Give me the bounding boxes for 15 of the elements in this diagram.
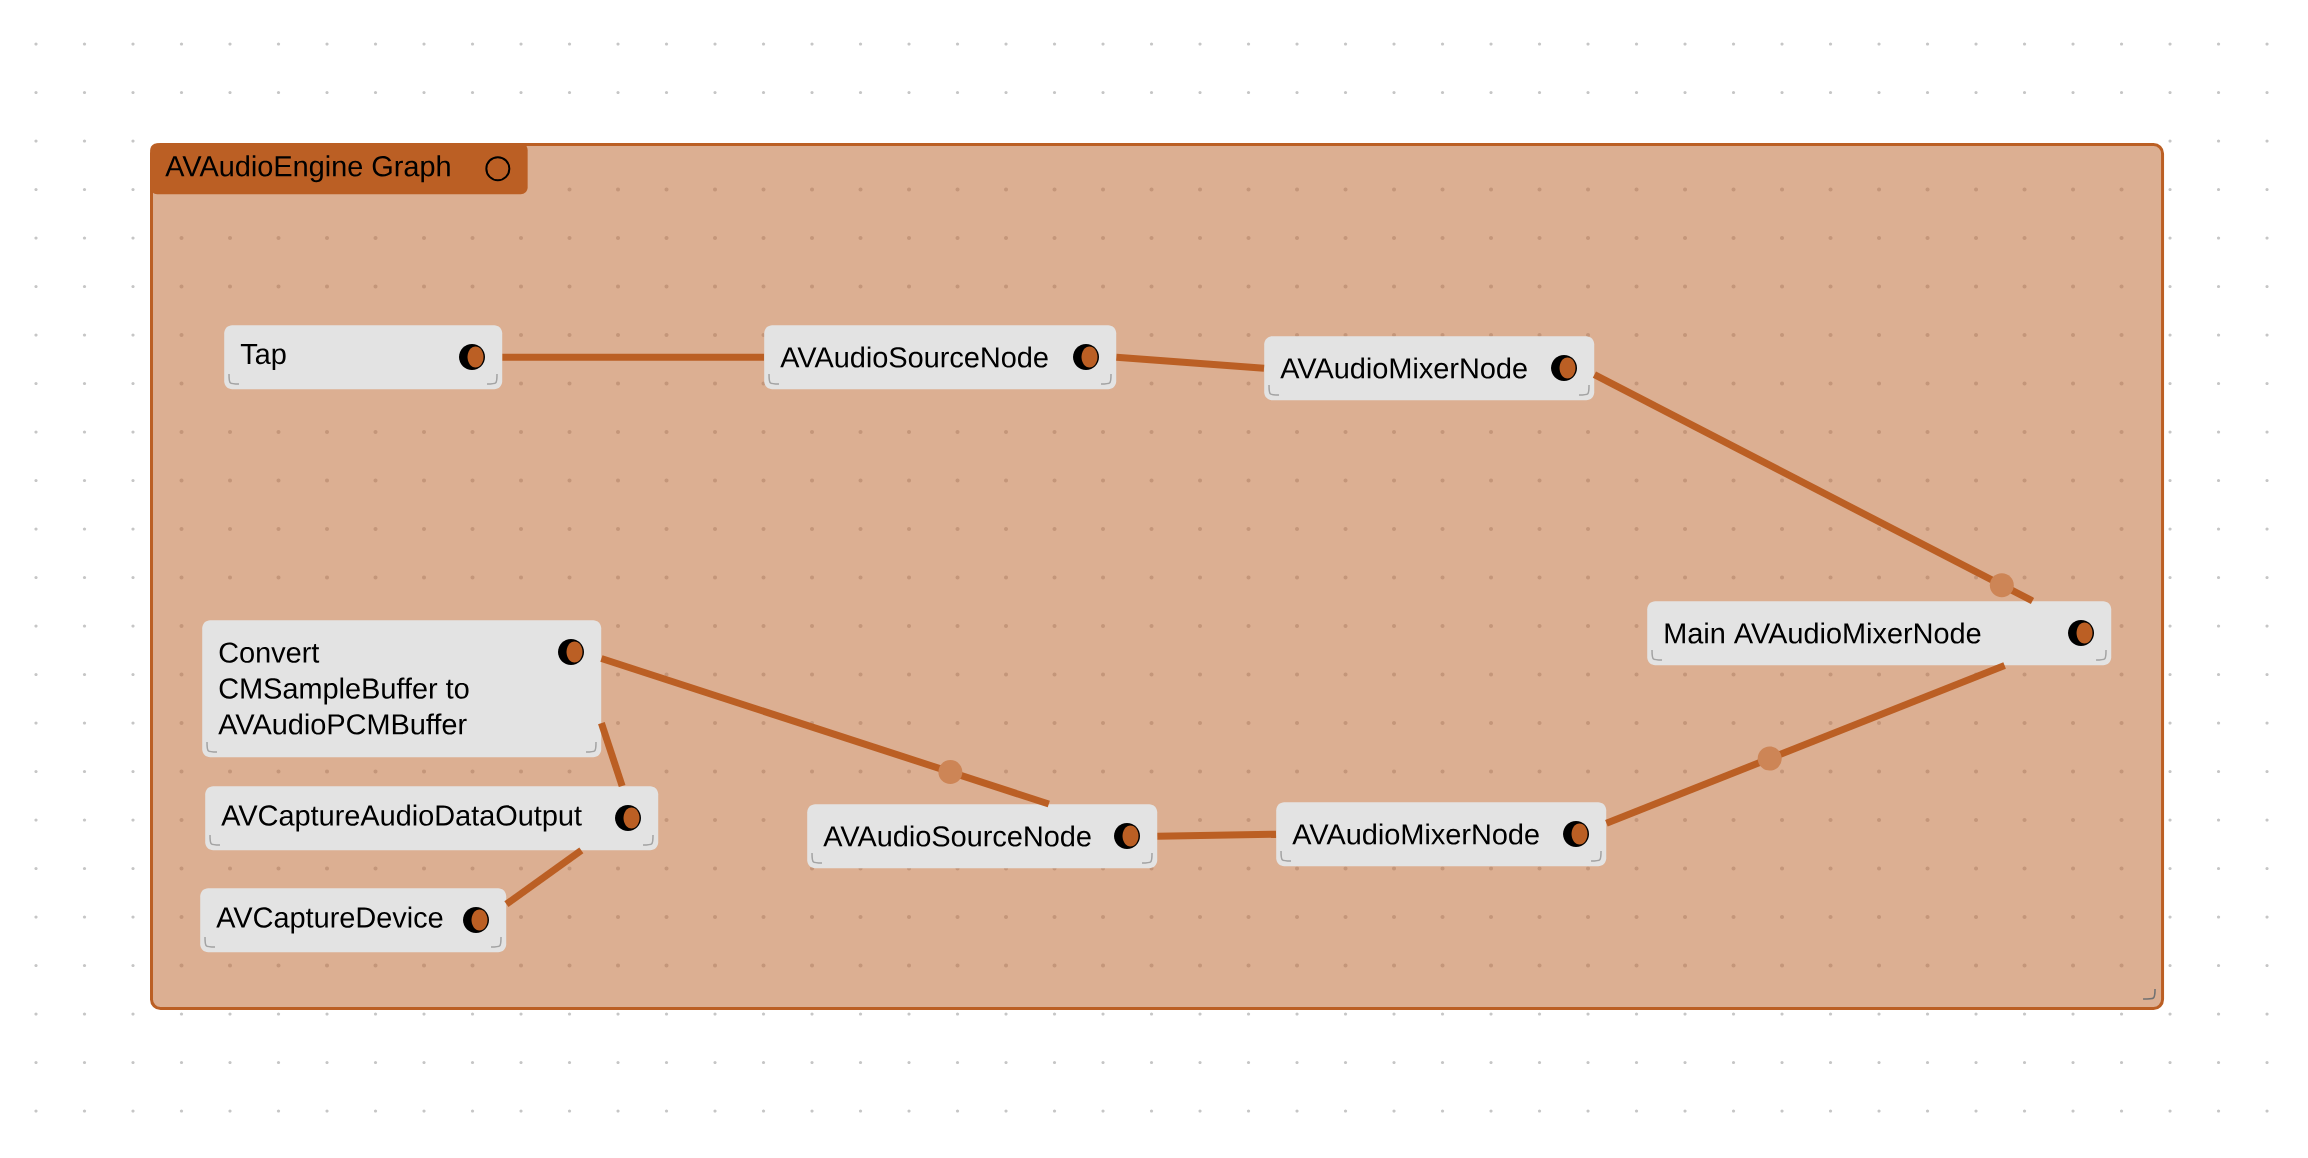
node-box: AVAudioSourceNode xyxy=(807,804,1158,869)
node-box: AVCaptureDevice xyxy=(200,888,507,953)
node-box: Convert CMSampleBuffer to AVAudioPCMBuffer xyxy=(202,620,602,758)
connector-line xyxy=(1592,371,2035,605)
node-box: Main AVAudioMixerNode xyxy=(1647,601,2112,666)
node-box: AVAudioSourceNode xyxy=(764,325,1117,390)
connector-line xyxy=(598,721,626,788)
node-box: AVAudioMixerNode xyxy=(1264,336,1595,401)
node-box: Tap xyxy=(224,325,503,390)
node-box: AVCaptureAudioDataOutput xyxy=(205,786,659,851)
title-tab: AVAudioEngine Graph xyxy=(150,143,528,195)
connector-line xyxy=(504,847,584,907)
connector-line xyxy=(600,655,1050,808)
node-box: AVAudioMixerNode xyxy=(1276,802,1607,867)
connector-line xyxy=(1605,662,2006,827)
